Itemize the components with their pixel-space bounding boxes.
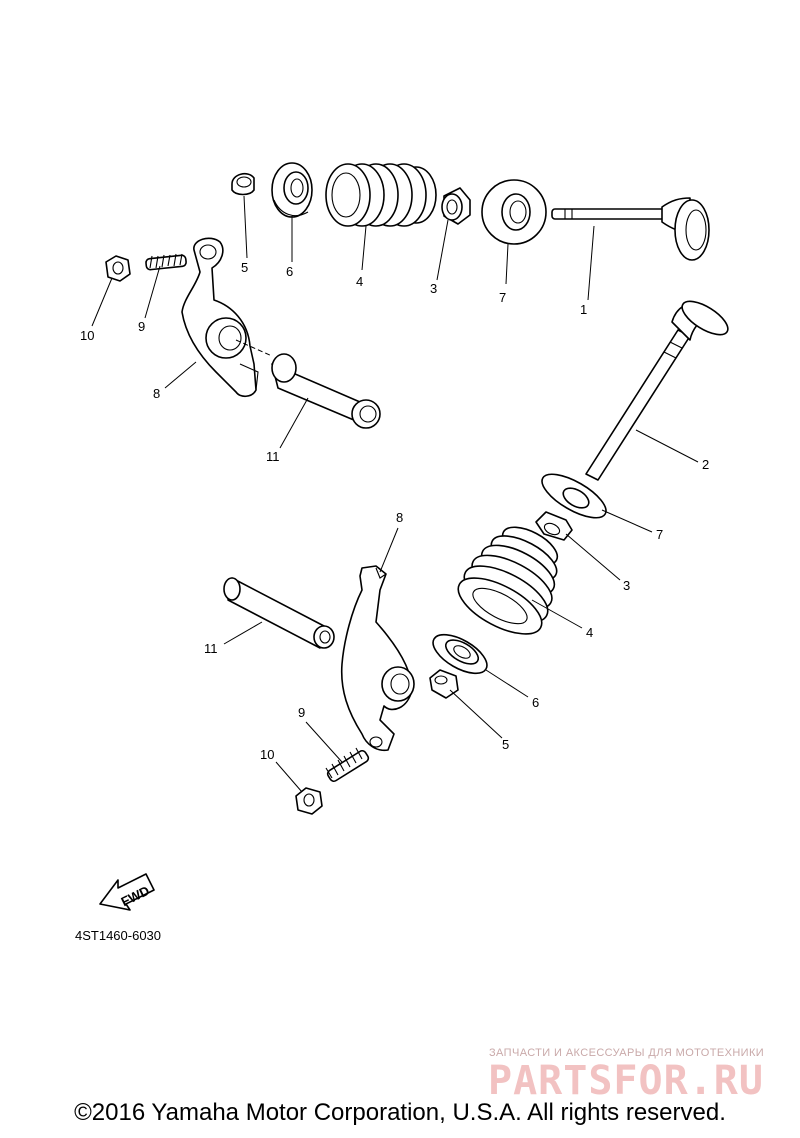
rocker-shaft-upper-part (271, 353, 381, 429)
callout-labels: 1 7 3 4 6 5 9 10 8 11 2 7 3 4 6 5 8 11 9… (80, 260, 709, 762)
locknut-lower-part (295, 787, 323, 815)
callout-upper-4: 4 (356, 274, 363, 289)
diagram-code: 4ST1460-6030 (75, 928, 161, 943)
rocker-arm-lower-part (340, 565, 415, 752)
oil-seal-lower-part (535, 511, 573, 541)
callout-lower-10: 10 (260, 747, 274, 762)
valve-cotter-upper-part (231, 172, 255, 196)
spring-seat-upper-part (481, 179, 547, 245)
spring-seat-lower-part (541, 473, 607, 519)
callout-upper-10: 10 (80, 328, 94, 343)
watermark-tagline: ЗАПЧАСТИ И АКСЕССУАРЫ ДЛЯ МОТОТЕХНИКИ (489, 1047, 764, 1059)
adjusting-screw-lower-part (325, 747, 370, 783)
exploded-parts-diagram: 1 7 3 4 6 5 9 10 8 11 2 7 3 4 6 5 8 11 9… (75, 162, 764, 1100)
callout-upper-6: 6 (286, 264, 293, 279)
copyright-notice: ©2016 Yamaha Motor Corporation, U.S.A. A… (74, 1099, 726, 1126)
callout-upper-9: 9 (138, 319, 145, 334)
callout-upper-8: 8 (153, 386, 160, 401)
callout-upper-7: 7 (499, 290, 506, 305)
oil-seal-upper-part (441, 187, 471, 225)
locknut-upper-part (105, 255, 131, 282)
callout-lower-4: 4 (586, 625, 593, 640)
spring-retainer-upper-part (271, 162, 313, 218)
leader-lines (91, 195, 699, 793)
callout-upper-11: 11 (266, 449, 280, 464)
adjusting-screw-upper-part (145, 253, 187, 271)
watermark-logo: ЗАПЧАСТИ И АКСЕССУАРЫ ДЛЯ МОТОТЕХНИКИ PA… (488, 1047, 764, 1100)
callout-lower-9: 9 (298, 705, 305, 720)
callout-lower-3: 3 (623, 578, 630, 593)
rocker-shaft-lower-part (223, 577, 335, 649)
valve-spring-upper-part (325, 163, 437, 227)
callout-upper-5: 5 (241, 260, 248, 275)
valve-spring-lower-part (457, 526, 559, 635)
callout-lower-5: 5 (502, 737, 509, 752)
callout-lower-2: 2 (702, 457, 709, 472)
valve-upper-part (551, 197, 710, 261)
callout-lower-6: 6 (532, 695, 539, 710)
callout-lower-11: 11 (204, 641, 218, 656)
rocker-arm-upper-part (181, 237, 259, 398)
watermark-brand: PARTSFOR.RU (488, 1058, 764, 1100)
callout-lower-8: 8 (396, 510, 403, 525)
callout-upper-3: 3 (430, 281, 437, 296)
valve-lower-part (585, 300, 729, 481)
callout-lower-7: 7 (656, 527, 663, 542)
spring-retainer-lower-part (432, 633, 488, 675)
callout-upper-1: 1 (580, 302, 587, 317)
fwd-arrow-icon: FWD (99, 873, 155, 911)
